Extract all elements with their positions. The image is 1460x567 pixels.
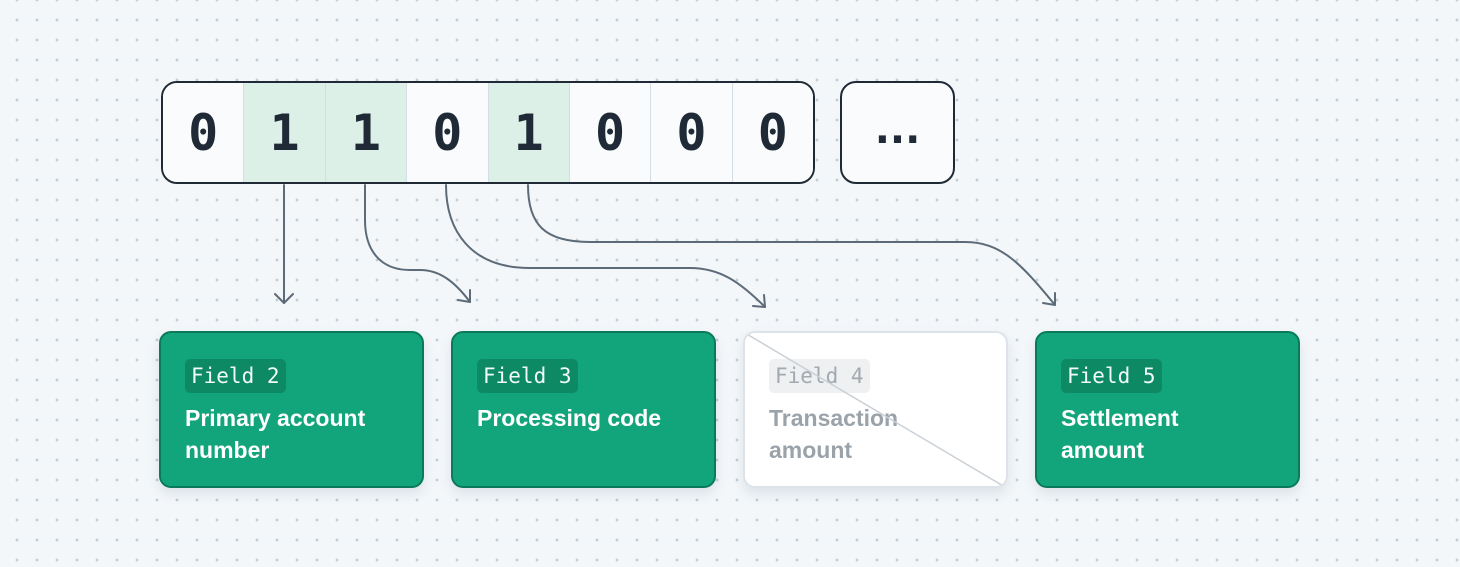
arrowhead-field-3 <box>457 289 471 303</box>
field-3-tag: Field 3 <box>477 359 578 393</box>
field-5-tag: Field 5 <box>1061 359 1162 393</box>
arrow-to-field-3 <box>364 184 471 303</box>
bit-cell-1: 0 <box>163 83 245 182</box>
field-2-title: Primary account number <box>185 405 366 463</box>
bit-cell-6: 0 <box>569 83 652 182</box>
bit-cell-3: 1 <box>325 83 408 182</box>
field-2-tag: Field 2 <box>185 359 286 393</box>
bit-cell-7: 0 <box>651 83 733 182</box>
arrow-to-field-4 <box>445 184 766 308</box>
arrow-to-field-5 <box>527 184 1056 306</box>
arrowhead-field-5 <box>1042 292 1056 306</box>
field-3-title: Processing code <box>477 405 662 431</box>
more-bits-box: ... <box>840 81 955 184</box>
field-3-card: Field 3 Processing code <box>451 331 716 488</box>
field-4-strike-line <box>745 333 1005 486</box>
bit-cell-2: 1 <box>244 83 326 182</box>
field-5-title: Settlement amount <box>1061 405 1179 463</box>
bit-cell-4: 0 <box>407 83 489 182</box>
arrowhead-field-2 <box>274 293 294 304</box>
field-4-card: Field 4 Transaction amount <box>743 331 1008 488</box>
arrowhead-field-4 <box>752 294 766 308</box>
field-4-title: Transaction amount <box>769 405 899 463</box>
bit-cell-8: 0 <box>732 83 813 182</box>
field-2-card: Field 2 Primary account number <box>159 331 424 488</box>
bitmap-strip: 0 1 1 0 1 0 0 0 <box>161 81 815 184</box>
field-4-tag: Field 4 <box>769 359 870 393</box>
bit-cell-5: 1 <box>488 83 570 182</box>
field-5-card: Field 5 Settlement amount <box>1035 331 1300 488</box>
